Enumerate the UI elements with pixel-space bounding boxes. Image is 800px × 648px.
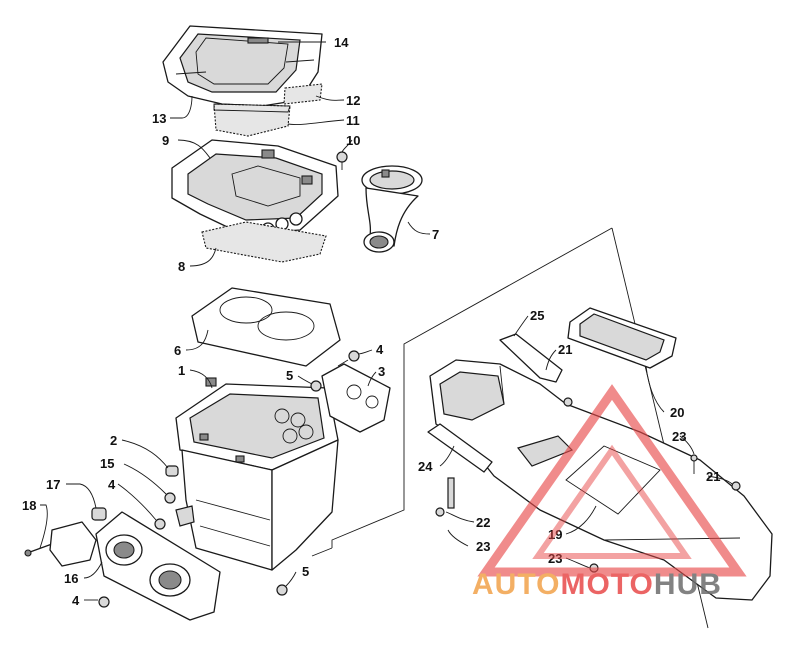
rubber-insulator [91,507,107,521]
intake-elbow-duct [361,165,423,253]
airbox-lid [162,25,323,107]
duct-seal-ring [567,307,677,369]
filter-tray [171,139,339,236]
callout-16: 16 [64,571,78,586]
callout-11: 11 [346,113,360,128]
retaining-clip-lower [427,423,493,473]
callout-25: 25 [530,308,544,323]
callout-6: 6 [174,343,181,358]
watermark-text-moto: MOTO [560,568,653,601]
strap-fastener [447,477,455,509]
callout-9: 9 [162,133,169,148]
screw-right-side [731,481,741,491]
bolt-upper [337,350,360,367]
foam-filter-lower [213,103,291,137]
side-flange-plate [321,363,391,433]
callout-8: 8 [178,259,185,274]
watermark-text-auto: AUTO [472,568,560,601]
callout-4-bottom: 4 [72,593,80,608]
callout-23-right: 23 [672,429,686,444]
callout-7: 7 [432,227,439,242]
airbox-body [175,377,339,571]
watermark-text-hub: HUB [654,568,722,601]
callout-15: 15 [100,456,114,471]
callout-4-mid: 4 [108,477,116,492]
watermark-triangle-inner [532,444,692,559]
callout-17: 17 [46,477,60,492]
foam-filter-upper [283,83,323,105]
callout-3: 3 [378,364,385,379]
callout-12: 12 [346,93,360,108]
front-intake-bracket [95,511,221,621]
clamp-fitting [175,505,195,527]
svg-text:AUTOMOTOHUB: AUTOMOTOHUB [472,568,722,601]
callout-21-right: 21 [706,469,720,484]
intake-grommet-block [49,521,97,567]
nut-lower [98,596,110,608]
callout-5-top: 5 [286,368,293,383]
screw-right-upper [563,397,573,407]
long-intake-duct [429,359,773,601]
callout-20: 20 [670,405,684,420]
nut-left [154,518,166,530]
mounting-screw [24,543,53,557]
callout-4-top: 4 [376,342,384,357]
callout-5-bottom: 5 [302,564,309,579]
gasket-plate [191,287,341,367]
retaining-clip-upper [499,333,563,383]
screw-left-duct [435,507,445,517]
grommet-lower [276,584,288,596]
spacer-sleeve [165,465,179,477]
grommet-upper [310,380,322,392]
callout-21-upper: 21 [558,342,572,357]
callout-18: 18 [22,498,36,513]
callout-labels: 14 13 12 11 9 10 7 8 6 4 1 5 3 2 15 17 4… [22,35,720,608]
bushing [164,492,176,504]
callout-2: 2 [110,433,117,448]
callout-23-left: 23 [476,539,490,554]
watermark-triangle [477,384,747,577]
watermark-logo: AUTOMOTOHUB [472,384,747,601]
callout-24: 24 [418,459,433,474]
callout-10: 10 [346,133,360,148]
leader-lines [39,41,733,601]
clip-fastener [336,151,348,170]
foam-pad-lower [201,221,327,263]
screw-right-mid [690,454,698,474]
callout-22: 22 [476,515,490,530]
callout-13: 13 [152,111,166,126]
callout-14: 14 [334,35,349,50]
callout-1: 1 [178,363,185,378]
